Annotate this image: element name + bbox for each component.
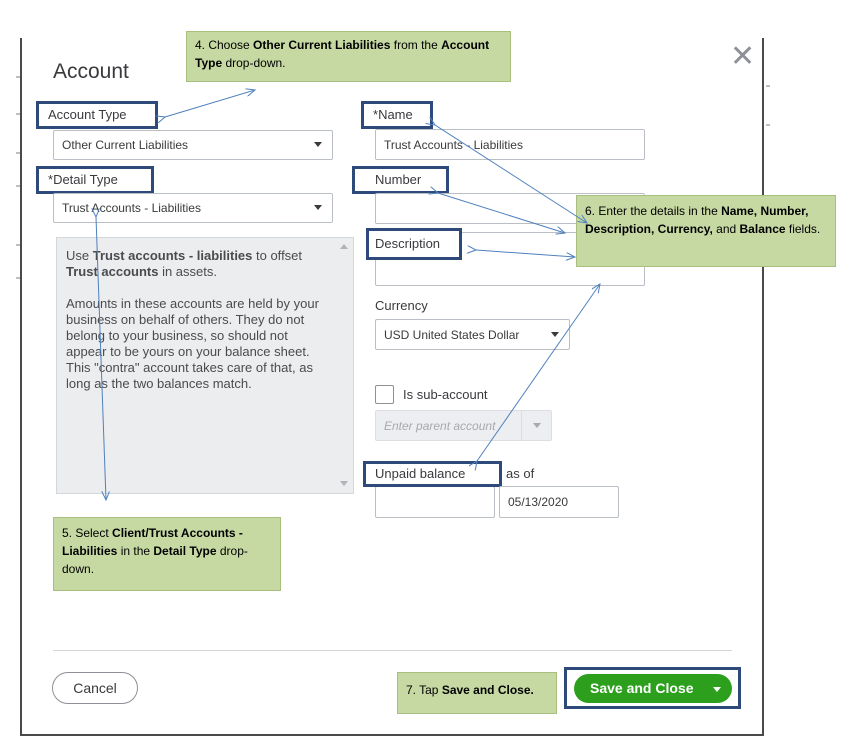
parent-account-placeholder: Enter parent account bbox=[384, 418, 496, 433]
as-of-date-input[interactable]: 05/13/2020 bbox=[499, 486, 619, 518]
currency-select[interactable]: USD United States Dollar bbox=[375, 319, 570, 350]
chevron-down-icon bbox=[551, 331, 559, 337]
callout-text: drop-down. bbox=[62, 544, 248, 576]
callout-bold: Balance bbox=[739, 222, 786, 236]
callout-bold: Save and Close. bbox=[441, 683, 534, 697]
scroll-up-icon[interactable] bbox=[340, 244, 348, 249]
detail-type-label-box: *Detail Type bbox=[36, 166, 154, 194]
background-tick bbox=[16, 185, 20, 187]
close-icon[interactable]: ✕ bbox=[730, 40, 756, 73]
balance-label-box: Unpaid balance bbox=[363, 461, 502, 487]
name-label: Name bbox=[378, 107, 413, 122]
account-type-select[interactable]: Other Current Liabilities bbox=[53, 130, 333, 160]
help-bold-text: Trust accounts bbox=[66, 264, 159, 279]
callout-text: 7. Tap bbox=[406, 683, 442, 697]
background-tick bbox=[766, 85, 770, 87]
callout-step-5: 5. Select Client/Trust Accounts - Liabil… bbox=[53, 517, 281, 591]
background-tick bbox=[16, 277, 20, 279]
balance-label: Unpaid balance bbox=[375, 466, 466, 481]
detail-type-help-panel: Use Trust accounts - liabilities to offs… bbox=[56, 237, 354, 494]
number-label: Number bbox=[375, 172, 422, 187]
name-label-wrap: *Name bbox=[364, 104, 430, 122]
callout-text: 6. Enter the details in the bbox=[585, 204, 722, 218]
dialog-border-right bbox=[762, 38, 764, 736]
callout-text: drop-down. bbox=[222, 56, 286, 70]
currency-label: Currency bbox=[375, 298, 428, 313]
required-asterisk: * bbox=[48, 172, 54, 187]
detail-type-label-wrap: *Detail Type bbox=[39, 169, 151, 187]
footer-divider bbox=[53, 650, 732, 651]
help-bold-text: Trust accounts - liabilities bbox=[92, 248, 253, 263]
chevron-down-icon bbox=[533, 422, 541, 428]
detail-type-value: Trust Accounts - Liabilities bbox=[62, 201, 201, 215]
dialog-border-left bbox=[20, 38, 22, 736]
arrow-step-4 bbox=[165, 90, 255, 117]
callout-step-6: 6. Enter the details in the Name, Number… bbox=[576, 195, 836, 267]
chevron-down-icon[interactable] bbox=[713, 687, 721, 692]
help-paragraph-2: Amounts in these accounts are held by yo… bbox=[66, 296, 319, 391]
detail-type-select[interactable]: Trust Accounts - Liabilities bbox=[53, 193, 333, 223]
callout-text: from the bbox=[390, 38, 442, 52]
detail-type-label: Detail Type bbox=[53, 172, 118, 187]
subaccount-checkbox[interactable] bbox=[375, 385, 394, 404]
background-tick bbox=[16, 244, 20, 246]
account-type-label-box: Account Type bbox=[36, 101, 158, 129]
help-text: Use bbox=[66, 248, 93, 263]
name-input[interactable]: Trust Accounts - Liabilities bbox=[375, 129, 645, 160]
help-text: in assets. bbox=[158, 264, 217, 279]
callout-text: in the bbox=[117, 544, 154, 558]
number-label-box: Number bbox=[352, 166, 449, 194]
name-value: Trust Accounts - Liabilities bbox=[384, 137, 523, 152]
callout-text: and bbox=[712, 222, 740, 236]
callout-text: fields. bbox=[785, 222, 821, 236]
help-paragraph-1: Use Trust accounts - liabilities to offs… bbox=[66, 248, 331, 280]
callout-bold: Other Current Liabilities bbox=[253, 38, 391, 52]
balance-input[interactable] bbox=[375, 486, 495, 518]
background-tick bbox=[16, 113, 20, 115]
background-tick bbox=[766, 124, 770, 126]
callout-bold: Account Type bbox=[195, 38, 490, 70]
subaccount-label: Is sub-account bbox=[403, 387, 488, 402]
account-type-value: Other Current Liabilities bbox=[62, 138, 189, 152]
select-divider bbox=[521, 411, 522, 440]
save-and-close-label: Save and Close bbox=[590, 680, 694, 696]
callout-step-4: 4. Choose Other Current Liabilities from… bbox=[186, 31, 511, 82]
background-tick bbox=[16, 152, 20, 154]
callout-bold: Client/Trust Accounts - Liabilities bbox=[62, 526, 243, 558]
as-of-date-value: 05/13/2020 bbox=[508, 495, 569, 509]
callout-text: 4. Choose bbox=[195, 38, 254, 52]
chevron-down-icon bbox=[314, 205, 322, 210]
callout-bold: Name, Number, Description, Currency, bbox=[585, 204, 809, 236]
description-label: Description bbox=[375, 236, 441, 251]
dialog-border-bottom bbox=[20, 734, 764, 736]
name-label-box: *Name bbox=[361, 101, 433, 129]
callout-step-7: 7. Tap Save and Close. bbox=[397, 672, 557, 714]
cancel-button[interactable]: Cancel bbox=[52, 672, 138, 704]
parent-account-select[interactable]: Enter parent account bbox=[375, 410, 552, 441]
save-and-close-button[interactable]: Save and Close bbox=[574, 674, 732, 703]
chevron-down-icon bbox=[314, 142, 322, 147]
account-type-label: Account Type bbox=[48, 107, 127, 122]
scroll-down-icon[interactable] bbox=[340, 481, 348, 486]
description-label-box: Description bbox=[366, 228, 462, 260]
callout-text: 5. Select bbox=[62, 526, 113, 540]
help-text: to offset bbox=[252, 248, 303, 263]
callout-bold: Detail Type bbox=[153, 544, 217, 558]
currency-value: USD United States Dollar bbox=[384, 327, 520, 342]
dialog-title: Account bbox=[53, 60, 129, 83]
background-tick bbox=[16, 76, 20, 78]
as-of-label: as of bbox=[506, 466, 535, 481]
required-asterisk: * bbox=[373, 107, 379, 122]
